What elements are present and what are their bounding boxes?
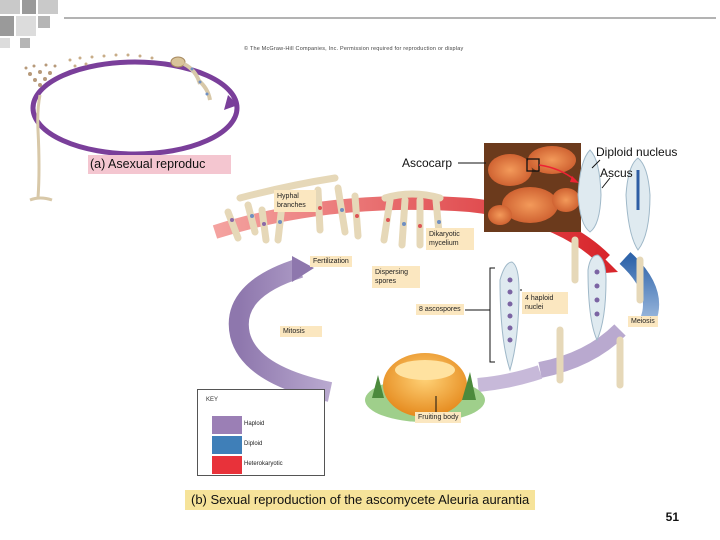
key-label-heterokaryotic: Heterokaryotic [244, 461, 283, 467]
fruiting-body [365, 353, 485, 422]
key-title: KEY [206, 397, 219, 403]
page-number: 51 [665, 510, 679, 524]
nuclei-dots [230, 206, 441, 228]
ascus-label: Ascus [600, 166, 633, 180]
haploid-arc [228, 256, 626, 402]
asexual-reproduction-title: (a) Asexual reproduc [88, 155, 231, 174]
diploid-nucleus-label: Diploid nucleus [596, 145, 678, 159]
legend-key: KEY Haploid Diploid Heterokaryotic [197, 389, 325, 476]
sexual-reproduction-title: (b) Sexual reproduction of the ascomycet… [185, 490, 536, 510]
ascospore-brackets [465, 267, 522, 363]
mitosis-label: Mitosis [280, 326, 322, 337]
key-label-haploid: Haploid [244, 421, 265, 427]
dispersing-spores-label: Dispersing spores [372, 266, 420, 288]
asci [499, 149, 651, 389]
key-label-diploid: Diploid [244, 441, 263, 447]
label-pointer-lines [591, 159, 611, 189]
key-swatch-diploid [212, 436, 242, 454]
key-swatch-heterokaryotic [212, 456, 242, 474]
fertilization-label: Fertilization [310, 256, 352, 267]
ascocarp-label: Ascocarp [402, 156, 453, 170]
ascospores-label: 8 ascospores [416, 304, 464, 315]
diploid-arc [619, 252, 660, 323]
ascocarp-photo [458, 143, 581, 232]
meiosis-label: Meiosis [628, 316, 658, 327]
key-swatch-haploid [212, 416, 242, 434]
hyphal-branches-label: Hyphal branches [274, 190, 316, 212]
asexual-cycle [24, 53, 240, 202]
dikaryotic-mycelium-label: Dikaryotic mycelium [426, 228, 474, 250]
fruiting-body-label: Fruiting body [415, 412, 462, 423]
copyright-notice: © The McGraw-Hill Companies, Inc. Permis… [244, 46, 464, 52]
haploid-nuclei-label: 4 haploid nuclei [522, 292, 568, 314]
decorative-squares [0, 0, 716, 48]
